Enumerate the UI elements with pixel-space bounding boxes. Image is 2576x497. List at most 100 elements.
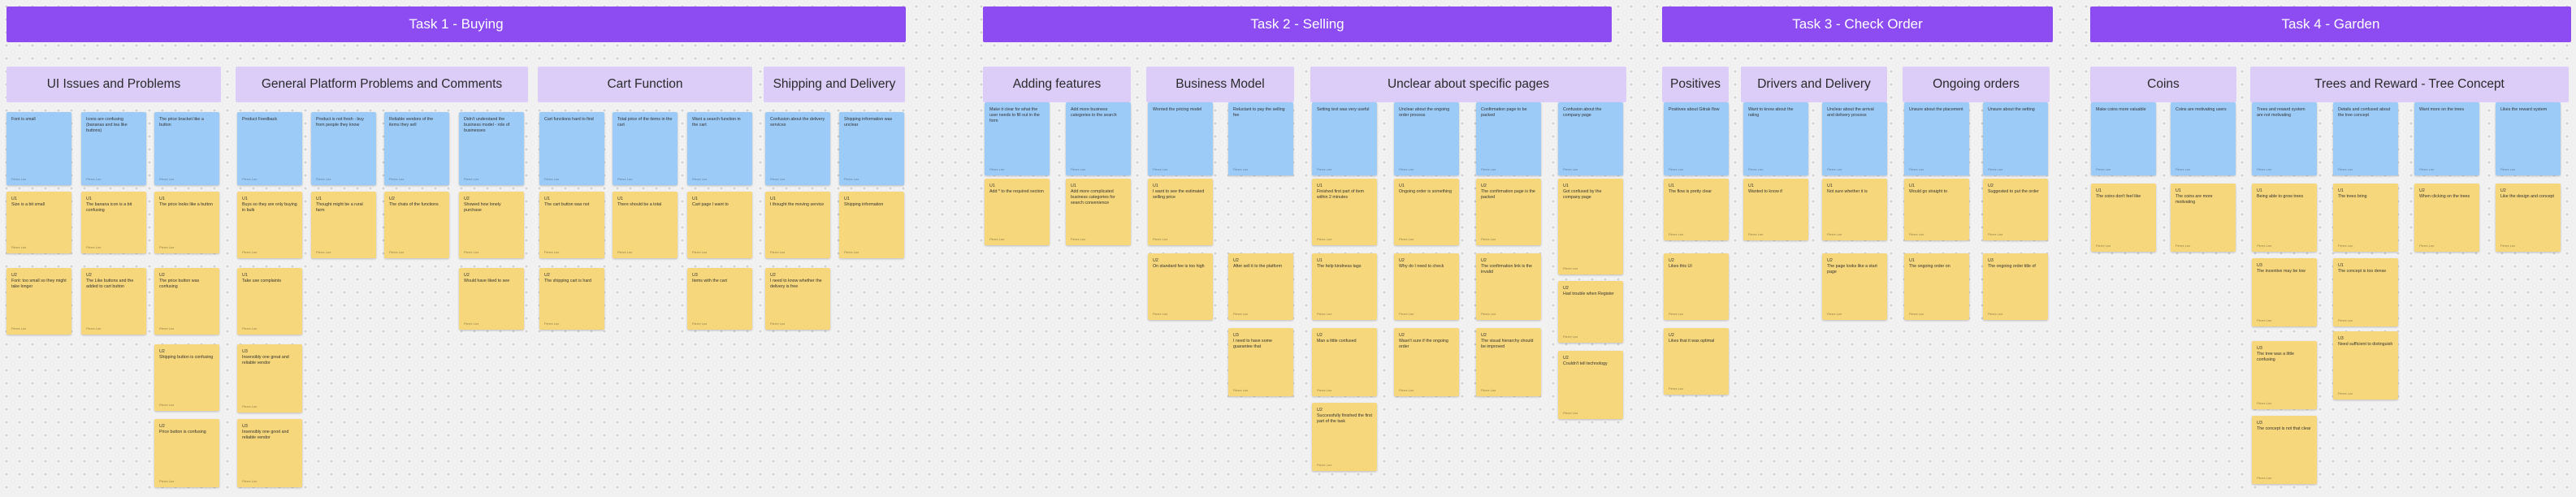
sticky-note[interactable]: U2 Successfully finished the first part …	[1312, 403, 1377, 471]
sticky-note[interactable]: U2 The Like buttons and the added to car…	[81, 268, 146, 335]
sticky-note[interactable]: Icons are confusing (bananas and tea lik…	[81, 112, 146, 185]
section-unclear-pages: Unclear about specific pages	[1310, 67, 1626, 102]
sticky-note[interactable]: Make it clear for what the user needs to…	[985, 102, 1050, 175]
sticky-note[interactable]: Add more business categories to the sear…	[1066, 102, 1131, 175]
sticky-note[interactable]: U1 Add more complicated business categor…	[1066, 179, 1131, 245]
sticky-note[interactable]: U1 Finished first part of item within 2 …	[1312, 179, 1377, 245]
sticky-note[interactable]: Didn't understand the business model - r…	[459, 112, 524, 185]
note-text: Add more business categories to the sear…	[1071, 107, 1117, 119]
note-text: Confusion about the company page	[1563, 107, 1602, 119]
note-author: Pierre Lee	[1481, 311, 1496, 316]
sticky-note[interactable]: Details and confused about the tree conc…	[2333, 102, 2398, 175]
sticky-note[interactable]: U2 Font: too small so they might take lo…	[6, 268, 71, 335]
sticky-note[interactable]: Product is not fresh - buy from people t…	[311, 112, 376, 185]
sticky-note[interactable]: U2 The visual hierarchy should be improv…	[1476, 328, 1541, 396]
sticky-note[interactable]: U2 I need to know whether the delivery i…	[765, 268, 830, 330]
sticky-note[interactable]: U1 I want to see the estimated selling p…	[1148, 179, 1213, 245]
note-author: Pierre Lee	[389, 249, 405, 254]
sticky-note[interactable]: Unclear about the arrival and delivery p…	[1822, 102, 1887, 175]
sticky-note[interactable]: U3 Insensibly one great and reliable ven…	[237, 344, 302, 413]
sticky-note[interactable]: U3 Insensibly one good and reliable vend…	[237, 419, 302, 487]
sticky-note[interactable]: Trees and reward system are not motivati…	[2252, 102, 2317, 175]
